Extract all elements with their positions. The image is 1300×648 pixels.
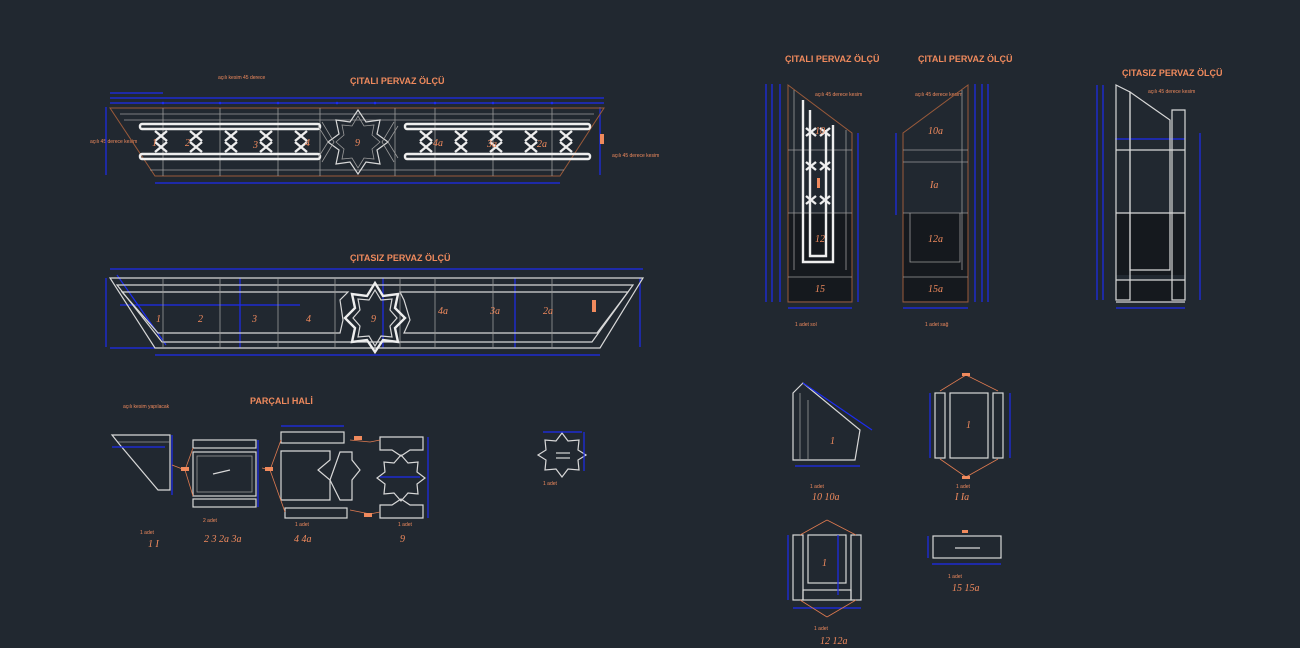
svg-text:15a: 15a bbox=[928, 284, 943, 295]
part-1-shape bbox=[110, 434, 171, 491]
side-left-note: açılı 45 derece kesim bbox=[815, 92, 862, 98]
svg-text:12a: 12a bbox=[928, 234, 943, 245]
star-ornament bbox=[326, 108, 390, 176]
svg-text:12 12a: 12 12a bbox=[820, 636, 848, 647]
front-lit-note-left: açılı 45 derece kesim bbox=[90, 139, 137, 145]
side-plain-note: açılı 45 derece kesim bbox=[1148, 89, 1195, 95]
svg-text:1: 1 bbox=[822, 558, 827, 569]
star-detail: 1 adet bbox=[536, 431, 588, 487]
svg-text:2: 2 bbox=[198, 314, 203, 325]
svg-text:3: 3 bbox=[251, 314, 257, 325]
side-view-plain: ÇITASIZ PERVAZ ÖLÇÜ açılı 45 derece kesi… bbox=[1096, 68, 1223, 309]
svg-text:2: 2 bbox=[185, 138, 190, 149]
parts-group-3-caption: 1 adet bbox=[295, 522, 310, 528]
svg-text:15 15a: 15 15a bbox=[952, 583, 980, 594]
svg-text:3: 3 bbox=[252, 140, 258, 151]
svg-text:2a: 2a bbox=[543, 306, 553, 317]
side-parts: 1 1 adet 10 10a 1 1 adet I Ia 1 1 adet 1… bbox=[787, 373, 1011, 647]
side-right-title: ÇITALI PERVAZ ÖLÇÜ bbox=[918, 54, 1013, 64]
svg-text:I Ia: I Ia bbox=[954, 492, 969, 503]
parts-group-4-ids: 9 bbox=[400, 534, 405, 545]
svg-text:1: 1 bbox=[830, 436, 835, 447]
svg-text:4a: 4a bbox=[438, 306, 448, 317]
front-lit-note-right: açılı 45 derece kesim bbox=[612, 153, 659, 159]
svg-text:10: 10 bbox=[815, 126, 825, 137]
parts-group-4-caption: 1 adet bbox=[398, 522, 413, 528]
svg-text:1 adet: 1 adet bbox=[814, 626, 829, 632]
svg-text:9: 9 bbox=[355, 138, 360, 149]
svg-text:3a: 3a bbox=[489, 306, 500, 317]
svg-text:1: 1 bbox=[156, 314, 161, 325]
front-lit-note-top: açılı kesim 45 derece bbox=[218, 75, 265, 81]
parts-group-2-ids: 2 3 2a 3a bbox=[204, 534, 242, 545]
svg-text:3a: 3a bbox=[486, 139, 497, 150]
front-plain-part-labels: 1 2 3 4 9 4a 3a 2a bbox=[156, 300, 596, 325]
side-left-title: ÇITALI PERVAZ ÖLÇÜ bbox=[785, 54, 880, 64]
svg-text:4a: 4a bbox=[433, 138, 443, 149]
star-detail-caption: 1 adet bbox=[543, 481, 558, 487]
svg-text:2a: 2a bbox=[537, 139, 547, 150]
svg-text:15: 15 bbox=[815, 284, 825, 295]
side-view-left: ÇITALI PERVAZ ÖLÇÜ açılı 45 derece kesim… bbox=[765, 54, 880, 328]
svg-text:10 10a: 10 10a bbox=[812, 492, 840, 503]
side-left-caption: 1 adet sol bbox=[795, 322, 817, 328]
side-right-caption: 1 adet sağ bbox=[925, 322, 949, 328]
front-plain-title: ÇITASIZ PERVAZ ÖLÇÜ bbox=[350, 253, 451, 263]
parts-group-2-caption: 2 adet bbox=[203, 518, 218, 524]
svg-text:1: 1 bbox=[966, 420, 971, 431]
side-right-note: açılı 45 derece kesim bbox=[915, 92, 962, 98]
parts-group-1-caption: 1 adet bbox=[140, 530, 155, 536]
front-lit-part-labels: 1 2 3 4 9 4a 3a 2a bbox=[152, 134, 604, 151]
parts-title: PARÇALI HALİ bbox=[250, 396, 313, 406]
front-plain-outline bbox=[108, 277, 645, 349]
front-lit-title: ÇITALI PERVAZ ÖLÇÜ bbox=[350, 76, 445, 86]
side-view-right: ÇITALI PERVAZ ÖLÇÜ açılı 45 derece kesim… bbox=[895, 54, 1013, 328]
svg-text:12: 12 bbox=[815, 234, 825, 245]
parts-section: PARÇALI HALİ açılı kesim yapılacak bbox=[110, 396, 429, 550]
parts-group-1-ids: 1 I bbox=[148, 539, 160, 550]
front-view-plain: ÇITASIZ PERVAZ ÖLÇÜ 1 2 3 4 9 4a 3a bbox=[105, 253, 645, 356]
side-plain-title: ÇITASIZ PERVAZ ÖLÇÜ bbox=[1122, 68, 1223, 78]
svg-text:9: 9 bbox=[371, 314, 376, 325]
svg-text:10a: 10a bbox=[928, 126, 943, 137]
svg-text:1 adet: 1 adet bbox=[956, 484, 971, 490]
front-view-lit: ÇITALI PERVAZ ÖLÇÜ açılı kesim 45 derece… bbox=[90, 75, 659, 184]
parts-group-3-ids: 4 4a bbox=[294, 534, 312, 545]
svg-text:1 adet: 1 adet bbox=[948, 574, 963, 580]
svg-text:4: 4 bbox=[306, 314, 311, 325]
parts-note: açılı kesim yapılacak bbox=[123, 404, 170, 410]
svg-text:4: 4 bbox=[305, 138, 310, 149]
svg-text:1: 1 bbox=[152, 138, 157, 149]
svg-text:Ia: Ia bbox=[929, 180, 938, 191]
svg-text:1 adet: 1 adet bbox=[810, 484, 825, 490]
